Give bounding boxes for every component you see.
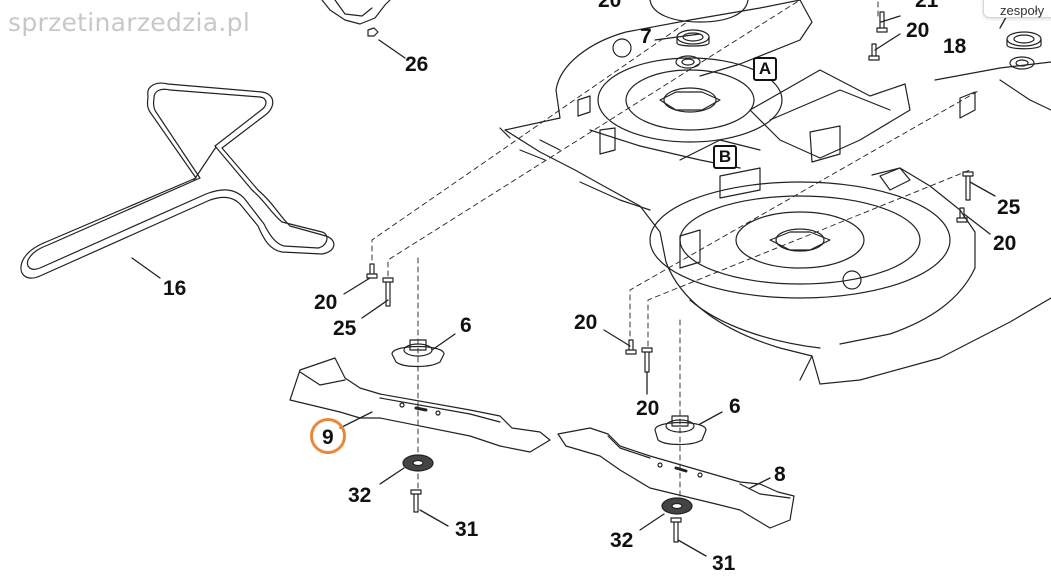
part-label-21[interactable]: 21 (915, 0, 939, 12)
tooltip-zespoly: zespoły (983, 0, 1051, 18)
part-label-25-left[interactable]: 25 (333, 317, 357, 340)
part-label-20-mid[interactable]: 20 (574, 311, 598, 334)
spring-washer-right (661, 497, 693, 515)
blade-9 (289, 357, 551, 453)
part-label-20-right[interactable]: 20 (993, 232, 1017, 255)
part-label-31-right[interactable]: 31 (712, 552, 736, 575)
assembly-guide-lines (371, 0, 981, 516)
box-label-b: B (713, 145, 737, 169)
part-label-9[interactable]: 9 (322, 426, 334, 449)
part-label-18[interactable]: 18 (943, 35, 967, 58)
part-label-20-top[interactable]: 20 (598, 0, 622, 12)
mower-deck (499, 0, 1051, 385)
part-label-31-left[interactable]: 31 (455, 518, 479, 541)
blade-adapter-right (654, 415, 707, 446)
part-label-7[interactable]: 7 (640, 25, 652, 48)
drive-belt (20, 82, 335, 279)
highlight-ring (310, 418, 346, 454)
part-label-32-right[interactable]: 32 (610, 529, 634, 552)
part-label-20-mid2[interactable]: 20 (636, 397, 660, 420)
spring-washer-left (402, 454, 434, 472)
part-label-20-right-top[interactable]: 20 (906, 19, 930, 42)
box-label-a: A (753, 57, 777, 81)
part-label-20-left[interactable]: 20 (314, 291, 338, 314)
bearing-set-18 (1006, 31, 1042, 70)
part-label-25-right[interactable]: 25 (997, 196, 1021, 219)
blade-8 (557, 427, 795, 529)
watermark-text: sprzetinarzedzia.pl (8, 8, 251, 37)
part-label-32-left[interactable]: 32 (348, 484, 372, 507)
part-label-8[interactable]: 8 (774, 463, 786, 486)
bolt-set (366, 11, 974, 543)
part-label-16[interactable]: 16 (163, 277, 187, 300)
part-label-6-right[interactable]: 6 (729, 395, 741, 418)
part-label-26[interactable]: 26 (405, 53, 429, 76)
part-label-6-left[interactable]: 6 (460, 314, 472, 337)
bracket-fragment (321, 0, 391, 25)
leader-lines (131, 9, 1011, 557)
